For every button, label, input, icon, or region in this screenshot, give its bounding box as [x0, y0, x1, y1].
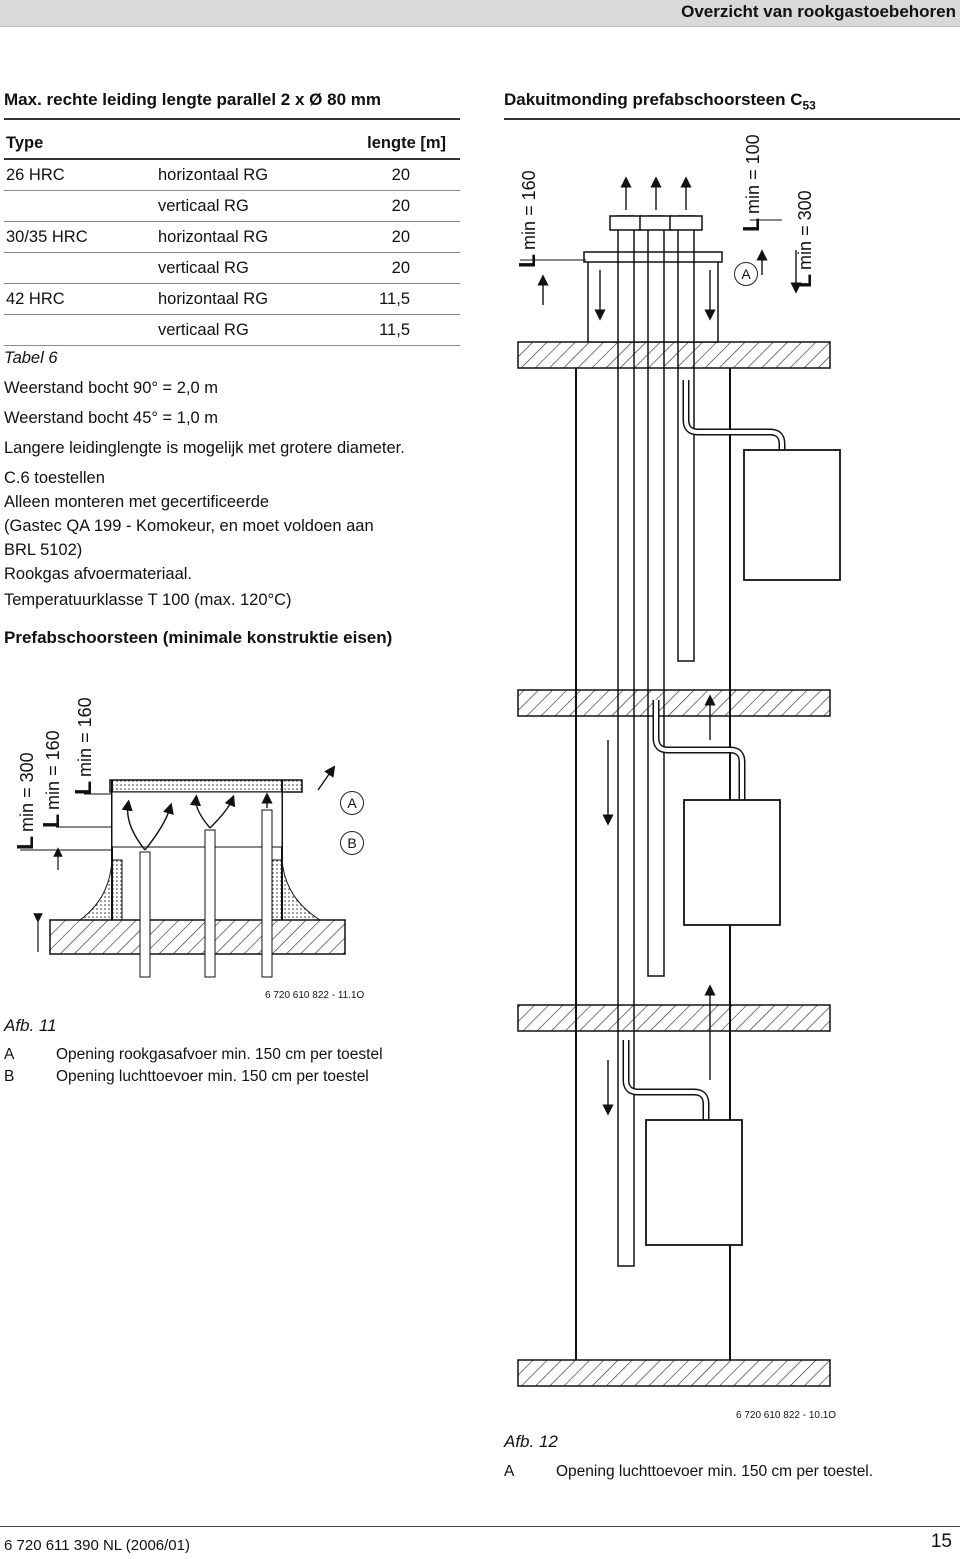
cell-direction: horizontaal RG: [156, 283, 321, 315]
figure-11-ref: 6 720 610 822 - 11.1O: [265, 990, 365, 1001]
header-bar: Overzicht van rookgastoebehoren: [0, 0, 960, 27]
c6-line: Rookgas afvoermateriaal.: [4, 565, 193, 583]
marker-a: A: [340, 791, 364, 815]
table-row: 26 HRC horizontaal RG 20: [4, 159, 460, 191]
legend-item: B Opening luchttoevoer min. 150 cm per to…: [4, 1068, 369, 1086]
lmin160-label: Lmin = 160: [70, 697, 97, 795]
lmin160-text: min = 160: [75, 697, 95, 777]
c6-line: Temperatuurklasse T 100 (max. 120°C): [4, 591, 292, 609]
L-letter: L: [70, 780, 96, 795]
cell-length: 20: [320, 159, 460, 191]
lmin160-text: min = 160: [43, 730, 63, 810]
table-row: verticaal RG 20: [4, 190, 460, 222]
cell-length: 11,5: [320, 283, 460, 315]
r-lmin160-text: min = 160: [519, 170, 539, 250]
lmin160-label: Lmin = 160: [38, 730, 65, 828]
cell-direction: verticaal RG: [156, 252, 321, 284]
table-header-row: Type lengte [m]: [4, 128, 460, 160]
table-row: verticaal RG 20: [4, 252, 460, 284]
L-letter: L: [38, 813, 64, 828]
col-length-header: lengte [m]: [320, 128, 460, 160]
cell-length: 20: [320, 252, 460, 284]
L-letter: L: [514, 253, 540, 268]
figure-12-drawing: [517, 176, 841, 1387]
r-lmin100-text: min = 100: [743, 134, 763, 214]
L-letter: L: [738, 217, 764, 232]
cell-type: 42 HRC: [4, 283, 156, 315]
col-type-header: Type: [4, 128, 156, 160]
cell-type: 26 HRC: [4, 159, 156, 191]
length-table: Type lengte [m] 26 HRC horizontaal RG 20…: [4, 128, 460, 346]
legend-text: Opening luchttoevoer min. 150 cm per toe…: [556, 1463, 874, 1480]
cell-direction: horizontaal RG: [156, 221, 321, 253]
figure-12-title-sub: 53: [802, 98, 816, 113]
note-line: Langere leidinglengte is mogelijk met gr…: [4, 439, 405, 457]
legend-item: A Opening rookgasafvoer min. 150 cm per t…: [4, 1046, 383, 1064]
L-letter: L: [790, 273, 816, 288]
r-lmin300-text: min = 300: [795, 190, 815, 270]
table-row: 30/35 HRC horizontaal RG 20: [4, 221, 460, 253]
r-lmin160-label: Lmin = 160: [514, 170, 541, 268]
figure-11-caption: Afb. 11: [4, 1016, 57, 1035]
cell-type: [4, 314, 156, 346]
L-letter: L: [12, 835, 38, 850]
table-row: verticaal RG 11,5: [4, 314, 460, 346]
figure-12-caption: Afb. 12: [504, 1432, 558, 1451]
figure-12-ref: 6 720 610 822 - 10.1O: [736, 1410, 837, 1421]
lmin300-label: Lmin = 300: [12, 752, 39, 850]
c6-line: (Gastec QA 199 - Komokeur, en moet voldo…: [4, 517, 374, 535]
cell-type: [4, 190, 156, 222]
cell-length: 20: [320, 190, 460, 222]
page-number: 15: [930, 1531, 952, 1552]
figure-12-title-main: Dakuitmonding prefabschoorsteen C: [504, 90, 803, 109]
figure-11-drawing: [20, 765, 346, 978]
cell-length: 20: [320, 221, 460, 253]
col-direction-header: [156, 128, 321, 160]
section-rule: [4, 118, 460, 120]
cell-direction: horizontaal RG: [156, 159, 321, 191]
footer-doc-id: 6 720 611 390 NL (2006/01): [4, 1537, 190, 1554]
legend-key: B: [4, 1068, 15, 1085]
marker-b: B: [340, 831, 364, 855]
c6-line: Alleen monteren met gecertificeerde: [4, 493, 270, 511]
figure-11-title: Prefabschoorsteen (minimale konstruktie …: [4, 628, 393, 647]
figure-12-title: Dakuitmonding prefabschoorsteen C53: [504, 90, 816, 112]
marker-a: A: [734, 262, 758, 286]
legend-text: Opening rookgasafvoer min. 150 cm per to…: [56, 1046, 383, 1063]
note-line: Weerstand bocht 90° = 2,0 m: [4, 379, 219, 397]
r-lmin100-label: Lmin = 100: [738, 134, 765, 232]
legend-key: A: [504, 1463, 515, 1480]
legend-item: A Opening luchttoevoer min. 150 cm per to…: [504, 1463, 873, 1481]
legend-text: Opening luchttoevoer min. 150 cm per toe…: [56, 1068, 369, 1085]
header-title: Overzicht van rookgastoebehoren: [681, 2, 956, 21]
table-row: 42 HRC horizontaal RG 11,5: [4, 283, 460, 315]
lmin300-text: min = 300: [17, 752, 37, 832]
note-line: Weerstand bocht 45° = 1,0 m: [4, 409, 219, 427]
c6-line: BRL 5102): [4, 541, 83, 559]
cell-direction: verticaal RG: [156, 190, 321, 222]
c6-line: C.6 toestellen: [4, 469, 105, 487]
footer-rule: [0, 1526, 960, 1527]
cell-length: 11,5: [320, 314, 460, 346]
table-caption: Tabel 6: [4, 349, 58, 367]
r-lmin300-label: Lmin = 300: [790, 190, 817, 288]
section-rule: [504, 118, 960, 120]
cell-type: 30/35 HRC: [4, 221, 156, 253]
cell-direction: verticaal RG: [156, 314, 321, 346]
cell-type: [4, 252, 156, 284]
table-section-title: Max. rechte leiding lengte parallel 2 x …: [4, 90, 381, 109]
legend-key: A: [4, 1046, 15, 1063]
